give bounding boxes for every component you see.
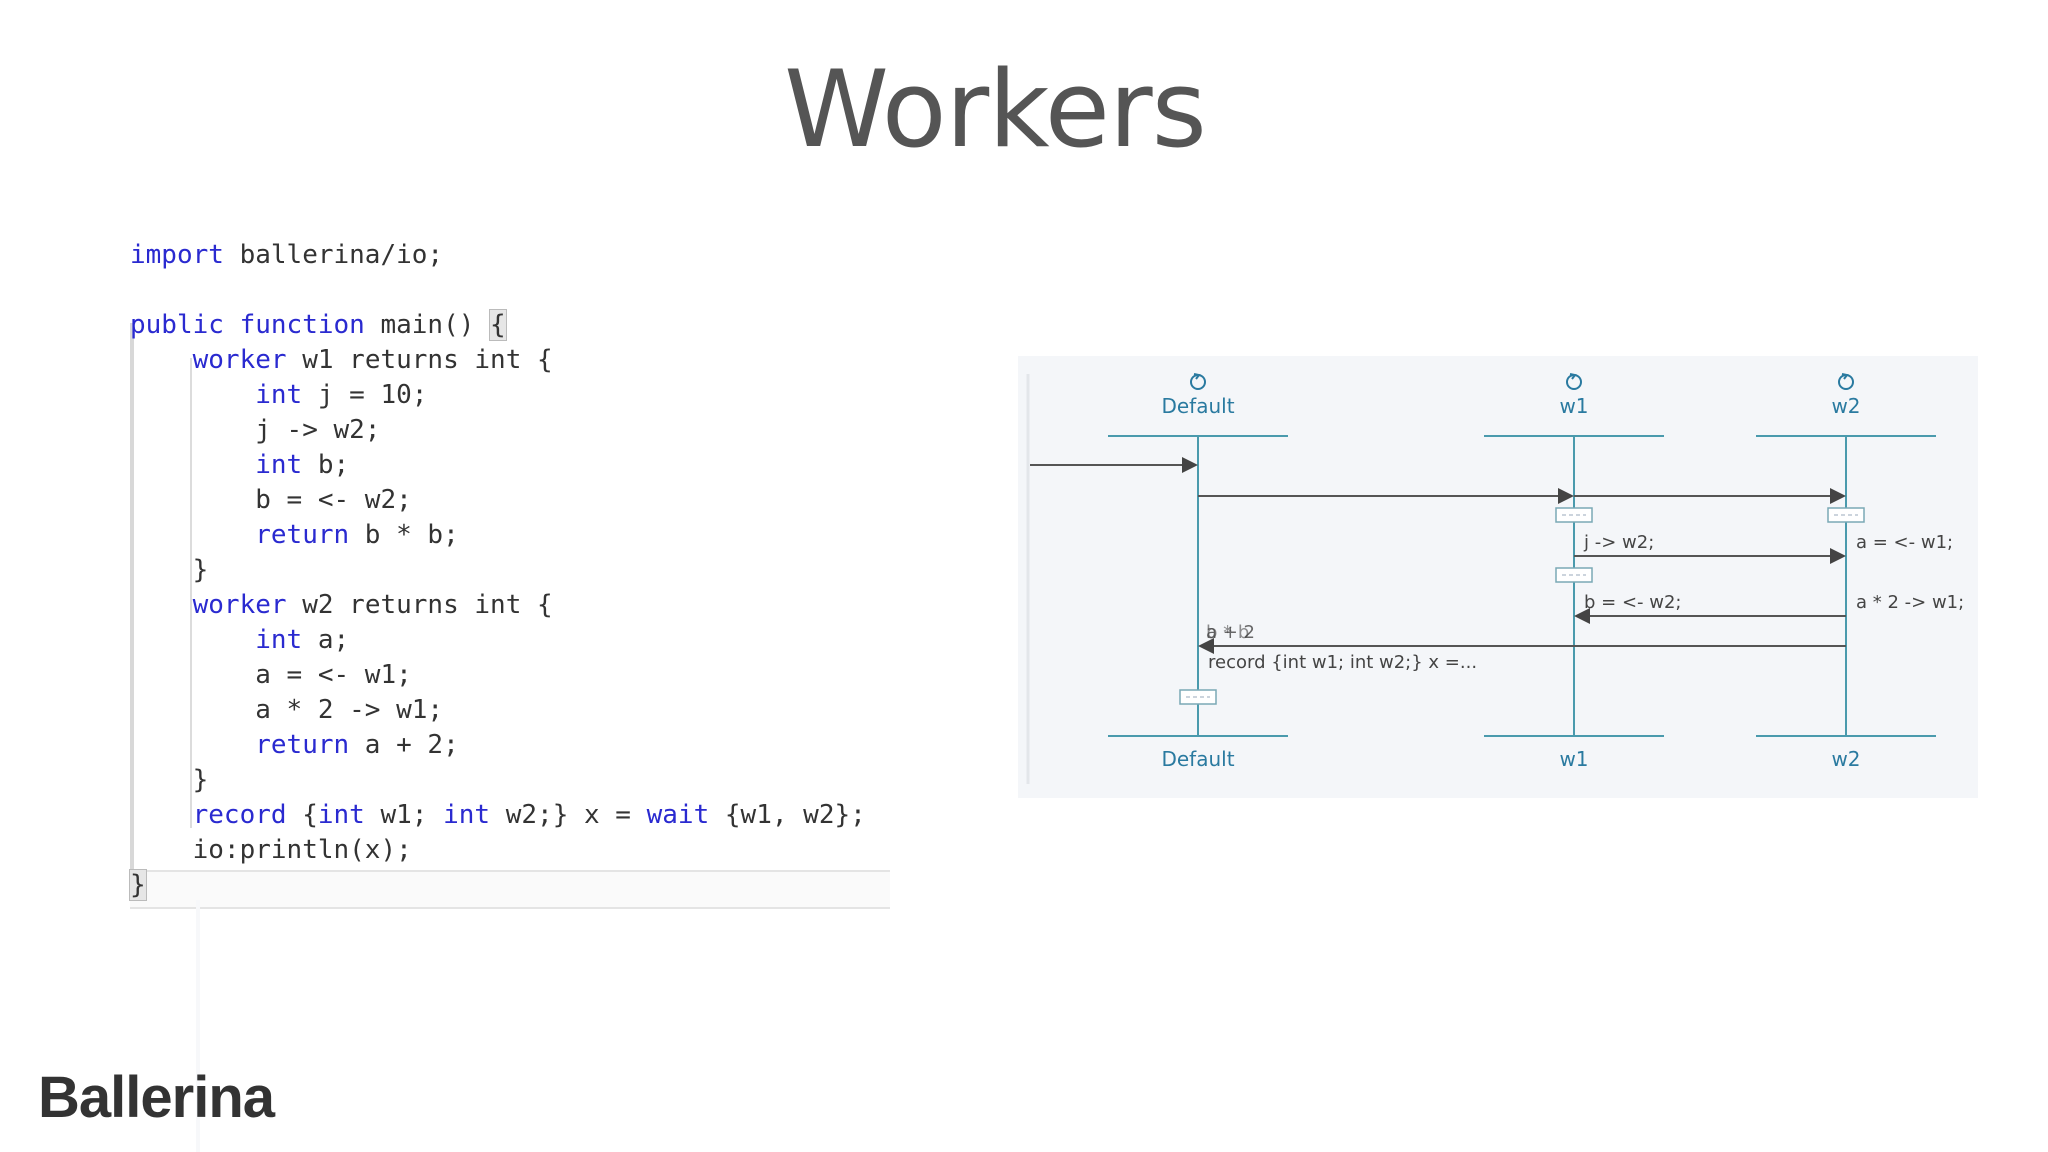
code-line: j -> w2; <box>130 413 866 448</box>
code-text: w1 returns int { <box>286 345 553 375</box>
code-text: } <box>192 765 209 795</box>
logo-text: Ballerina <box>38 1065 276 1130</box>
code-keyword: int <box>443 800 491 830</box>
wait-statement-label: record {int w1; int w2;} x =... <box>1208 652 1477 673</box>
code-line: worker w1 returns int { <box>130 343 866 378</box>
sequence-diagram-canvas: Default Default w1 w1 w2 <box>1026 373 1964 784</box>
code-text <box>224 310 240 340</box>
code-keyword: worker <box>192 345 287 375</box>
code-text: main() <box>364 310 491 340</box>
result-label-a: a + 2 <box>1206 622 1255 643</box>
code-text: ballerina/io; <box>223 240 444 270</box>
code-text: } <box>192 555 209 585</box>
code-keyword: record <box>192 800 287 830</box>
code-keyword: import <box>130 240 224 270</box>
current-line-highlight <box>130 870 890 909</box>
code-text: { <box>489 309 507 341</box>
code-text: b = <- w2; <box>255 485 412 515</box>
fold-guide-inner <box>190 358 192 828</box>
ballerina-logo: Ballerina <box>38 1065 278 1135</box>
code-text: io:println(x); <box>192 835 412 865</box>
code-editor-decoration <box>130 238 890 909</box>
code-text: a; <box>302 625 350 655</box>
message-label-w1-send: j -> w2; <box>1583 532 1654 553</box>
code-line: return a + 2; <box>130 728 866 763</box>
fold-guide-outer <box>130 323 134 905</box>
code-text: w2 returns int { <box>286 590 553 620</box>
statement-box-icon[interactable] <box>1555 567 1593 583</box>
code-keyword: function <box>239 310 365 340</box>
code-keyword: wait <box>646 800 710 830</box>
code-line: worker w2 returns int { <box>130 588 866 623</box>
refresh-icon[interactable] <box>1190 373 1206 390</box>
message-label-w1-recv: b = <- w2; <box>1584 592 1682 613</box>
message-label-w2-recv: a = <- w1; <box>1856 532 1953 553</box>
message-label-w2-send: a * 2 -> w1; <box>1856 592 1964 613</box>
code-keyword: worker <box>192 590 287 620</box>
code-text: } <box>129 869 147 901</box>
code-keyword: public <box>130 310 224 340</box>
code-line: } <box>130 553 866 588</box>
code-keyword: int <box>317 800 365 830</box>
code-line: return b * b; <box>130 518 866 553</box>
code-text: w1; <box>364 800 444 830</box>
code-line: public function main() { <box>130 308 866 343</box>
code-line: } <box>130 763 866 798</box>
code-text: a = <- w1; <box>255 660 412 690</box>
lifeline-footer-w1: w1 <box>1559 747 1588 771</box>
code-keyword: int <box>255 380 303 410</box>
code-keyword: int <box>255 450 303 480</box>
code-text: a + 2; <box>349 730 459 760</box>
code-line: int b; <box>130 448 866 483</box>
code-line: import ballerina/io; <box>130 238 866 273</box>
lifeline-label-w2: w2 <box>1831 394 1860 418</box>
lifeline-label-default: Default <box>1161 394 1234 418</box>
code-text: {w1, w2}; <box>709 800 866 830</box>
ballerina-logo-graphic: Ballerina <box>38 1065 277 1130</box>
result-label-b: b * b <box>1206 622 1249 643</box>
code-line: } <box>129 868 866 903</box>
code-text: a * 2 -> w1; <box>255 695 444 725</box>
statement-box-icon[interactable] <box>1827 507 1865 523</box>
sequence-diagram: Default Default w1 w1 w2 <box>1018 356 1978 798</box>
code-line: b = <- w2; <box>130 483 866 518</box>
lifeline-w1: w1 w1 <box>1484 373 1664 771</box>
lifeline-w2: w2 w2 <box>1756 373 1936 771</box>
statement-box-icon[interactable] <box>1555 507 1593 523</box>
code-keyword: return <box>255 520 350 550</box>
code-line: record {int w1; int w2;} x = wait {w1, w… <box>130 798 866 833</box>
slide-title: Workers <box>784 48 1207 171</box>
code-line: int j = 10; <box>130 378 866 413</box>
code-text: { <box>286 800 318 830</box>
refresh-icon[interactable] <box>1838 373 1854 390</box>
code-text: w2;} x = <box>490 800 647 830</box>
refresh-icon[interactable] <box>1566 373 1582 390</box>
code-text: j = 10; <box>302 380 428 410</box>
lifeline-footer-w2: w2 <box>1831 747 1860 771</box>
code-panel: import ballerina/io; public function main… <box>129 238 890 909</box>
lifeline-default: Default Default <box>1108 373 1288 771</box>
code-keyword: int <box>255 625 303 655</box>
code-keyword: return <box>255 730 350 760</box>
code-line: int a; <box>130 623 866 658</box>
code-text: j -> w2; <box>255 415 381 445</box>
code-line: a = <- w1; <box>130 658 866 693</box>
lifeline-footer-default: Default <box>1161 747 1234 771</box>
statement-box-icon[interactable] <box>1179 689 1217 705</box>
code-text: b * b; <box>349 520 459 550</box>
code-block: import ballerina/io; public function main… <box>129 238 866 903</box>
background-edge <box>196 900 200 1152</box>
code-text: b; <box>302 450 350 480</box>
code-line: a * 2 -> w1; <box>130 693 866 728</box>
lifeline-label-w1: w1 <box>1559 394 1588 418</box>
code-line: io:println(x); <box>130 833 866 868</box>
code-line <box>130 273 866 308</box>
